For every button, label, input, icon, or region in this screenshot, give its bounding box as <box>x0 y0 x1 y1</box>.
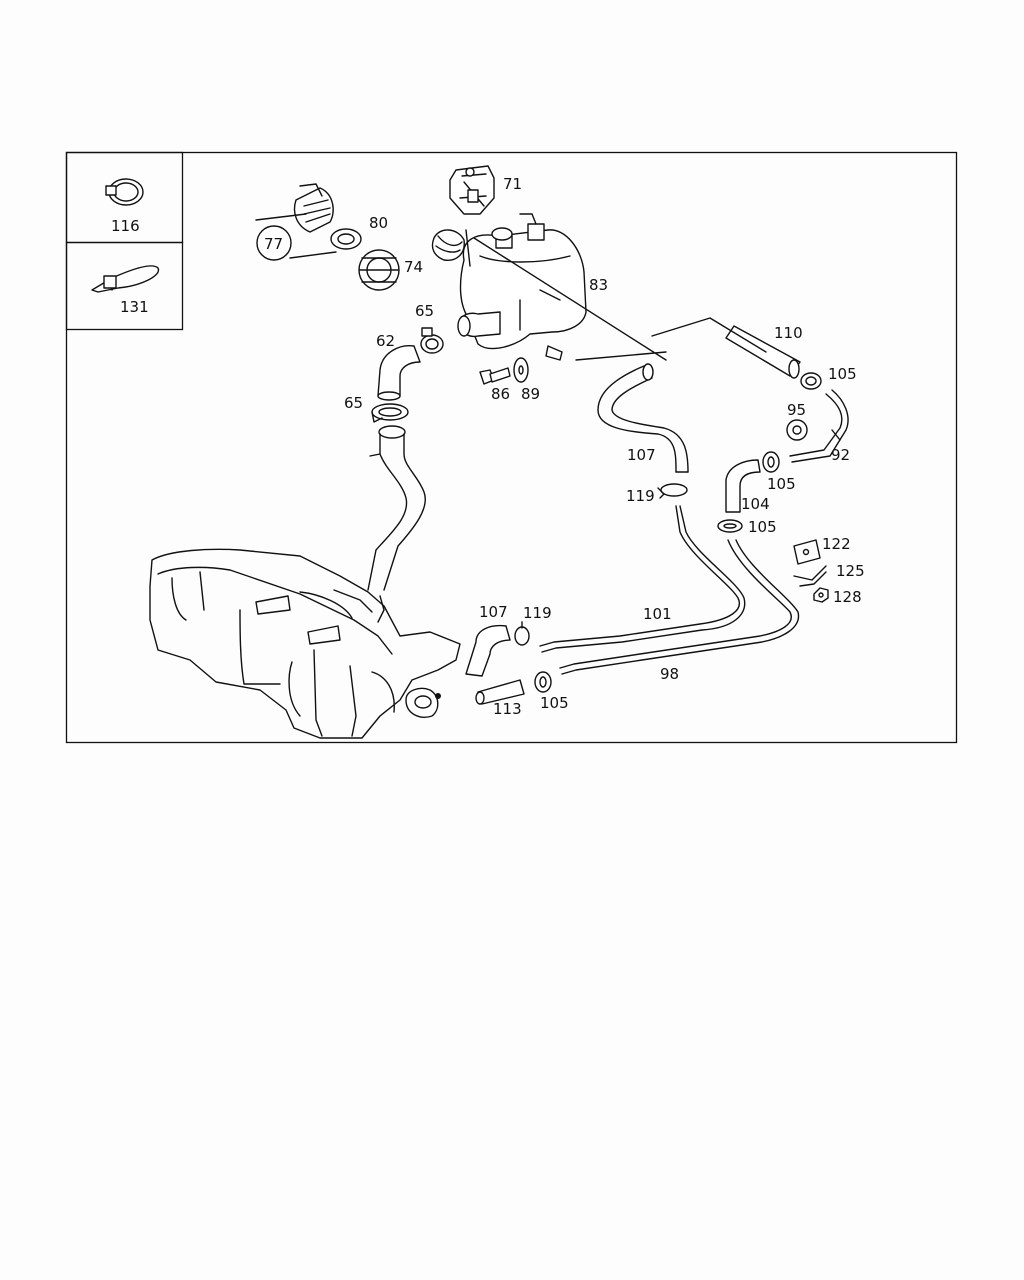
legend-box <box>65 151 184 331</box>
label-104: 104 <box>741 495 770 513</box>
part-92-bent-pipe <box>789 389 849 463</box>
label-65-lower: 65 <box>344 394 363 412</box>
part-107-hose-lower <box>465 624 511 677</box>
label-122: 122 <box>822 535 851 553</box>
part-110-hose <box>651 317 801 379</box>
part-105-hose-clamp-a <box>800 372 822 390</box>
part-101-fuel-line <box>539 505 746 653</box>
fuel-tank <box>149 548 461 739</box>
label-71: 71 <box>503 175 522 193</box>
label-105-a: 105 <box>828 365 857 383</box>
part-89-washer <box>513 357 529 383</box>
label-105-b: 105 <box>767 475 796 493</box>
part-98-fuel-line <box>559 539 800 675</box>
label-89: 89 <box>521 385 540 403</box>
part-119-clip-lower <box>514 621 530 646</box>
part-119-clip-upper <box>657 483 688 499</box>
part-86-bolt <box>479 367 511 385</box>
label-113: 113 <box>493 700 522 718</box>
label-98: 98 <box>660 665 679 683</box>
label-77: 77 <box>264 235 283 253</box>
label-107-lower: 107 <box>479 603 508 621</box>
part-105-hose-clamp-c <box>717 519 743 533</box>
part-62-elbow-hose <box>377 345 421 401</box>
part-77-callout-circle <box>256 225 292 261</box>
part-77-fuel-flange <box>255 183 362 259</box>
part-107-hose-upper <box>597 363 689 473</box>
label-125: 125 <box>836 562 865 580</box>
label-107-upper: 107 <box>627 446 656 464</box>
label-105-d: 105 <box>540 694 569 712</box>
part-95-grommet <box>786 419 808 441</box>
part-128-nut <box>813 587 829 603</box>
label-110: 110 <box>774 324 803 342</box>
label-116: 116 <box>111 217 140 235</box>
label-62: 62 <box>376 332 395 350</box>
part-125-bracket <box>793 565 827 587</box>
label-65-upper: 65 <box>415 302 434 320</box>
part-104-elbow-hose <box>725 459 761 513</box>
label-86: 86 <box>491 385 510 403</box>
label-92: 92 <box>831 446 850 464</box>
label-131: 131 <box>120 298 149 316</box>
hose-clamp-icon <box>105 178 144 206</box>
label-105-c: 105 <box>748 518 777 536</box>
label-119-upper: 119 <box>626 487 655 505</box>
label-74: 74 <box>404 258 423 276</box>
part-83-fuel-reservoir <box>431 213 667 361</box>
part-105-hose-clamp-b <box>762 451 780 473</box>
label-101: 101 <box>643 605 672 623</box>
label-83: 83 <box>589 276 608 294</box>
part-71-sender-unit <box>449 165 495 215</box>
part-105-hose-clamp-d <box>534 671 552 693</box>
diagram-frame <box>65 151 958 744</box>
part-65-hose-clamp-upper <box>420 327 444 354</box>
cable-tie-icon <box>91 265 160 293</box>
part-74-sealing-ring <box>358 249 400 291</box>
label-80: 80 <box>369 214 388 232</box>
label-119-lower: 119 <box>523 604 552 622</box>
part-122-rubber-mount <box>793 539 821 565</box>
label-95: 95 <box>787 401 806 419</box>
legend-cell-131 <box>65 241 184 331</box>
part-65-hose-clamp-lower <box>371 403 409 423</box>
part-113-hose-short <box>475 679 525 705</box>
label-128: 128 <box>833 588 862 606</box>
filler-pipe <box>367 425 426 591</box>
